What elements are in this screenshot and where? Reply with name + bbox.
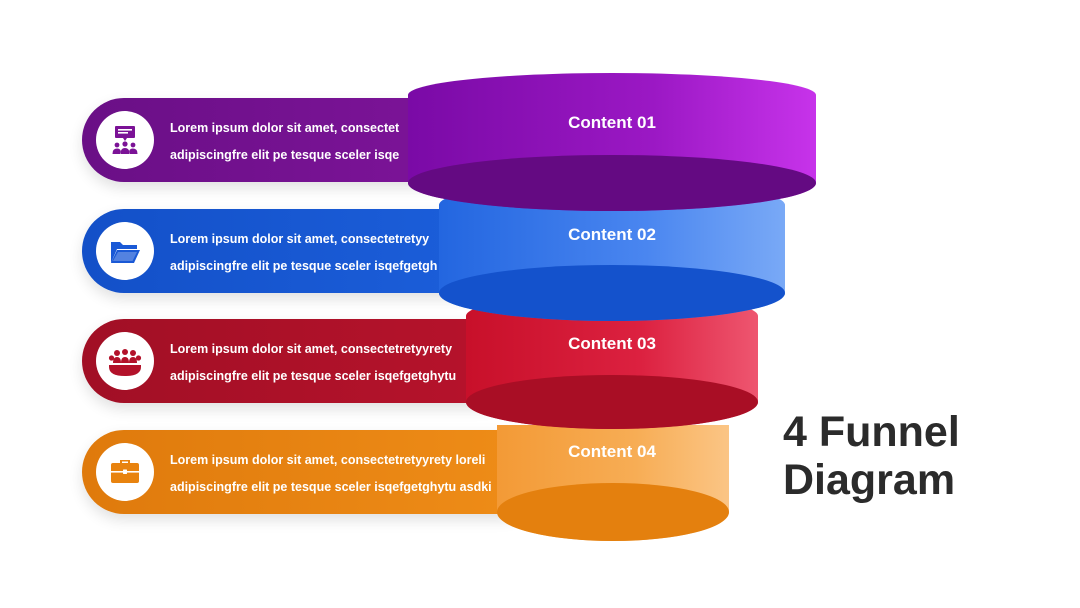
meeting-icon bbox=[108, 349, 142, 376]
description-line-1: Lorem ipsum dolor sit amet, consectetret… bbox=[170, 342, 453, 356]
description-line-2: adipiscingfre elit pe tesque sceler isqe… bbox=[170, 480, 492, 494]
stage-description: Lorem ipsum dolor sit amet, consectetret… bbox=[170, 447, 492, 501]
folder-icon bbox=[111, 242, 140, 263]
description-line-2: adipiscingfre elit pe tesque sceler isqe… bbox=[170, 259, 438, 273]
stage-bar-3: Lorem ipsum dolor sit amet, consectetret… bbox=[82, 319, 522, 403]
description-line-1: Lorem ipsum dolor sit amet, consectet bbox=[170, 121, 400, 135]
icon-circle bbox=[96, 443, 154, 501]
stage-bar-2: Lorem ipsum dolor sit amet, consectetret… bbox=[82, 209, 502, 293]
stage-label-4: Content 04 bbox=[568, 442, 656, 461]
stage-label-2: Content 02 bbox=[568, 225, 656, 244]
presentation-team-icon bbox=[112, 126, 138, 154]
description-line-1: Lorem ipsum dolor sit amet, consectetret… bbox=[170, 232, 430, 246]
briefcase-icon bbox=[111, 460, 139, 483]
funnel-stage-1 bbox=[408, 73, 816, 211]
funnel-stage-3 bbox=[466, 294, 758, 429]
stage-bar-4: Lorem ipsum dolor sit amet, consectetret… bbox=[82, 430, 542, 514]
stage-description: Lorem ipsum dolor sit amet, consectet ad… bbox=[170, 115, 399, 169]
title-line-2: Diagram bbox=[783, 456, 956, 504]
description-line-1: Lorem ipsum dolor sit amet, consectetret… bbox=[170, 453, 486, 467]
funnel-stage-2 bbox=[439, 181, 785, 321]
stage-label-1: Content 01 bbox=[568, 113, 656, 132]
stage-label-3: Content 03 bbox=[568, 334, 656, 353]
description-line-2: adipiscingfre elit pe tesque sceler isqe… bbox=[170, 369, 457, 383]
description-line-2: adipiscingfre elit pe tesque sceler isqe bbox=[170, 148, 400, 162]
funnel-stage-4 bbox=[497, 425, 729, 541]
page-title: 4 Funnel Diagram bbox=[783, 408, 960, 504]
icon-circle bbox=[96, 222, 154, 280]
stage-description: Lorem ipsum dolor sit amet, consectetret… bbox=[170, 336, 456, 390]
icon-circle bbox=[96, 111, 154, 169]
stage-description: Lorem ipsum dolor sit amet, consectetret… bbox=[170, 226, 437, 280]
title-line-1: 4 Funnel bbox=[783, 408, 960, 456]
icon-circle bbox=[96, 332, 154, 390]
